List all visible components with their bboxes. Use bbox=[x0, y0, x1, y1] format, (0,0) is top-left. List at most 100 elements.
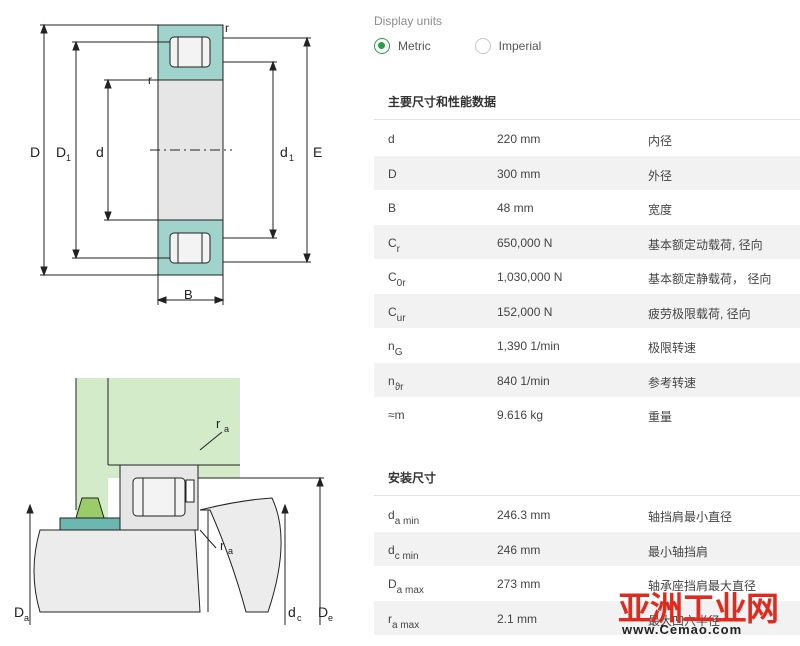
row-symbol: da min bbox=[388, 508, 420, 528]
row-value: 1,390 1/min bbox=[497, 339, 560, 353]
bearing-drawings: D D 1 d d 1 E B r r bbox=[0, 0, 360, 646]
row-symbol-main: d bbox=[388, 508, 395, 522]
label-Da-sub: a bbox=[24, 613, 29, 623]
row-symbol: Da max bbox=[388, 577, 424, 597]
mounting-dimensions-title: 安装尺寸 bbox=[388, 471, 437, 485]
table-row: C0r 1,030,000 N 基本额定静载荷， 径向 bbox=[374, 259, 800, 294]
table-row: nG 1,390 1/min 极限转速 bbox=[374, 328, 800, 363]
row-value: 246.3 mm bbox=[497, 508, 551, 522]
row-symbol-main: C bbox=[388, 270, 397, 284]
mounting-dimensions-header: 安装尺寸 bbox=[374, 456, 800, 496]
table-row: dc min 246 mm 最小轴挡肩 bbox=[374, 531, 800, 566]
label-r-inner: r bbox=[148, 73, 152, 87]
row-description: 极限转速 bbox=[648, 341, 697, 355]
row-symbol-main: C bbox=[388, 235, 397, 250]
label-E: E bbox=[313, 144, 322, 160]
product-data-panel: Display units Metric Imperial 主要尺寸和性能数据 … bbox=[374, 0, 800, 646]
row-symbol: nG bbox=[388, 339, 403, 359]
row-symbol-subscript: a max bbox=[392, 619, 420, 631]
label-d1-sub: 1 bbox=[289, 153, 294, 163]
row-symbol: B bbox=[388, 201, 396, 215]
row-symbol-subscript: r bbox=[396, 243, 401, 255]
row-value: 246 mm bbox=[497, 542, 541, 557]
units-radio-metric[interactable]: Metric bbox=[374, 38, 431, 54]
row-value: 48 mm bbox=[497, 201, 534, 215]
label-dc-sub: c bbox=[297, 613, 302, 623]
row-description: 疲劳极限载荷, 径向 bbox=[648, 306, 751, 321]
table-row: ra max 2.1 mm 最大凹穴半径 bbox=[374, 600, 800, 635]
mounting-drawing bbox=[26, 378, 324, 625]
row-value: 1,030,000 N bbox=[497, 270, 563, 284]
main-dimensions-title: 主要尺寸和性能数据 bbox=[388, 95, 497, 109]
row-value: 650,000 N bbox=[497, 235, 553, 250]
label-d: d bbox=[96, 144, 104, 160]
row-value: 840 1/min bbox=[497, 373, 550, 388]
row-description: 基本额定静载荷， 径向 bbox=[648, 272, 772, 286]
row-symbol-main: C bbox=[388, 304, 397, 319]
label-De-sub: e bbox=[328, 613, 333, 623]
watermark-url: www.Cemao.com bbox=[622, 622, 743, 637]
label-dc: d bbox=[288, 604, 296, 620]
label-B: B bbox=[184, 287, 193, 302]
main-dimensions-table: d 220 mm 内径 D 300 mm 外径 B 48 mm 宽度 Cr 650,000 N 基本额… bbox=[374, 121, 800, 432]
radio-unchecked-icon[interactable] bbox=[474, 38, 491, 54]
table-row: da min 246.3 mm 轴挡肩最小直径 bbox=[374, 497, 800, 532]
row-symbol-main: D bbox=[388, 577, 397, 591]
table-row: Da max 273 mm 轴承座挡肩最大直径 bbox=[374, 566, 800, 601]
radio-checked-icon[interactable] bbox=[374, 38, 390, 54]
row-symbol-subscript: ϑr bbox=[394, 381, 404, 393]
label-ra-bottom-sub: a bbox=[228, 546, 233, 556]
row-symbol: ≈m bbox=[388, 408, 405, 422]
row-description: 轴挡肩最小直径 bbox=[648, 510, 733, 524]
table-row: nϑr 840 1/min 参考转速 bbox=[374, 362, 800, 397]
row-symbol: D bbox=[388, 167, 397, 181]
row-symbol-main: d bbox=[388, 542, 395, 557]
units-radio-imperial[interactable]: Imperial bbox=[474, 38, 542, 54]
upper-cross-section bbox=[40, 23, 311, 305]
row-symbol-main: n bbox=[388, 339, 395, 353]
row-description: 参考转速 bbox=[648, 375, 697, 390]
row-symbol: C0r bbox=[388, 270, 406, 290]
table-row: d 220 mm 内径 bbox=[374, 121, 800, 156]
row-symbol-subscript: a min bbox=[394, 516, 420, 528]
row-symbol-main: n bbox=[388, 373, 395, 388]
row-symbol-subscript: G bbox=[394, 347, 403, 359]
row-symbol: ra max bbox=[388, 612, 420, 631]
row-description: 轴承座挡肩最大直径 bbox=[648, 579, 757, 593]
main-dimensions-header: 主要尺寸和性能数据 bbox=[374, 80, 800, 120]
units-radio-imperial-label[interactable]: Imperial bbox=[498, 39, 542, 53]
row-symbol-subscript: a max bbox=[396, 585, 424, 597]
row-symbol-main: B bbox=[388, 201, 397, 215]
label-De: D bbox=[318, 604, 328, 620]
row-value: 2.1 mm bbox=[497, 611, 538, 626]
label-D1: D bbox=[56, 144, 66, 160]
label-D1-sub: 1 bbox=[66, 153, 71, 163]
row-symbol-main: d bbox=[388, 132, 395, 146]
label-ra-top: r bbox=[216, 416, 221, 431]
watermark-text: 亚洲工业网 bbox=[618, 589, 779, 628]
row-description: 重量 bbox=[648, 410, 673, 424]
row-value: 300 mm bbox=[497, 166, 541, 181]
row-symbol-main: ≈m bbox=[388, 408, 405, 422]
table-row: B 48 mm 宽度 bbox=[374, 190, 800, 225]
row-description: 宽度 bbox=[648, 203, 673, 217]
row-symbol: nϑr bbox=[388, 373, 404, 393]
label-D: D bbox=[30, 144, 40, 160]
row-description: 最大凹穴半径 bbox=[648, 613, 721, 628]
row-value: 273 mm bbox=[497, 577, 541, 591]
row-value: 220 mm bbox=[497, 132, 541, 146]
row-value: 152,000 N bbox=[497, 304, 553, 319]
row-description: 内径 bbox=[648, 134, 673, 148]
label-r-top: r bbox=[225, 21, 229, 35]
units-radio-metric-label[interactable]: Metric bbox=[398, 39, 431, 53]
bearing-cross-section-drawing: D D 1 d d 1 E B r r bbox=[14, 21, 333, 625]
row-symbol-subscript: 0r bbox=[396, 278, 406, 290]
row-symbol: dc min bbox=[388, 542, 419, 562]
row-description: 最小轴挡肩 bbox=[648, 544, 709, 559]
units-radio-group: Metric Imperial bbox=[374, 38, 585, 54]
row-description: 外径 bbox=[648, 168, 673, 183]
label-ra-top-sub: a bbox=[224, 424, 229, 434]
